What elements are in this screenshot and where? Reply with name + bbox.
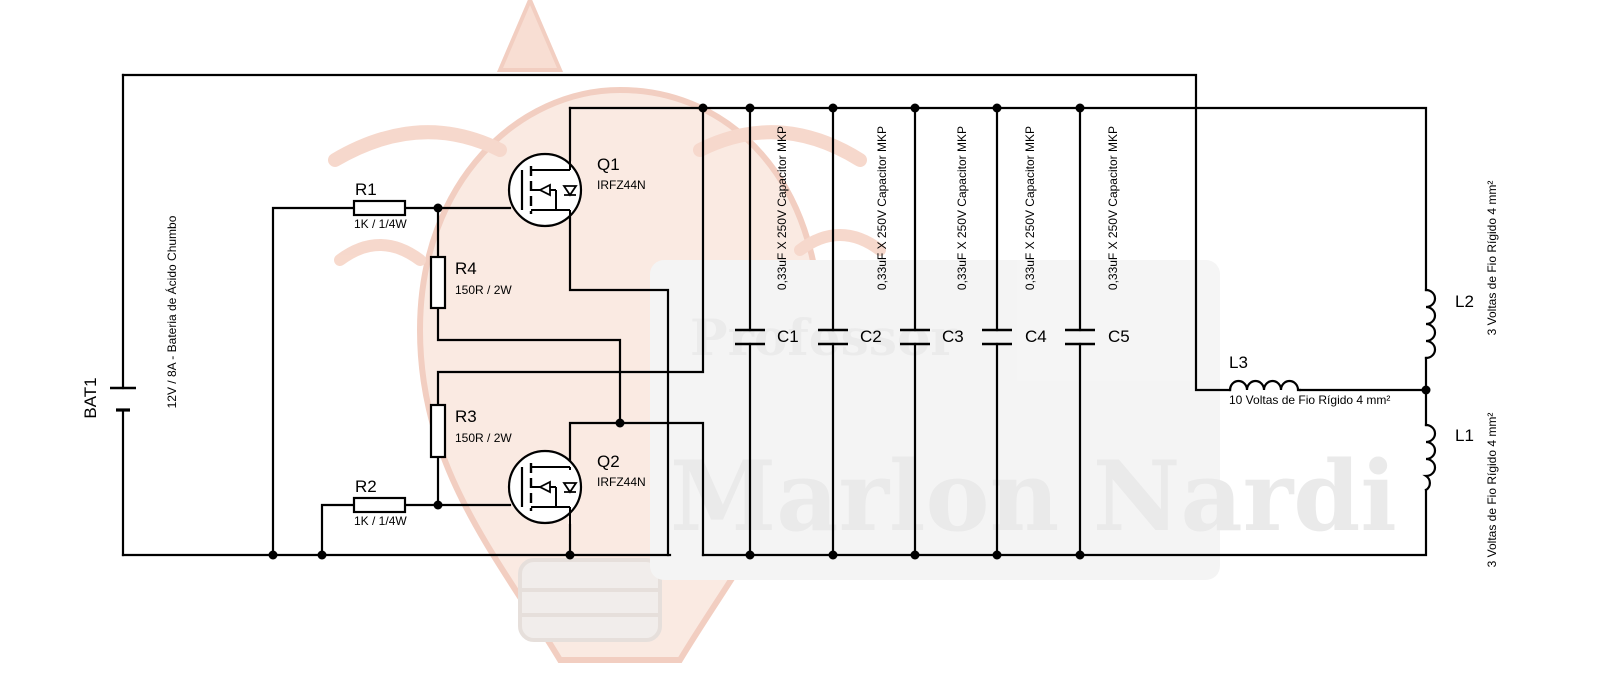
inductor-ref: L2 [1455, 292, 1474, 311]
junction-node [745, 103, 755, 113]
resistor-ref: R1 [355, 180, 377, 199]
battery-value: 12V / 8A - Bateria de Ácido Chumbo [164, 215, 179, 408]
inductor-ref: L3 [1229, 353, 1248, 372]
resistor-ref: R2 [355, 477, 377, 496]
capacitor-ref: C2 [860, 327, 882, 346]
battery-ref: BAT1 [81, 377, 100, 418]
capacitor-ref: C3 [942, 327, 964, 346]
junction-node [433, 500, 443, 510]
resistor-value: 1K / 1/4W [354, 217, 407, 231]
wire-L1-to-bottom [701, 488, 1428, 557]
wire-R2-left [320, 503, 356, 557]
wire-cross-Q1-to-R3 [436, 106, 705, 407]
capacitor-ref: C5 [1108, 327, 1130, 346]
resistor-value: 150R / 2W [455, 431, 512, 445]
wire-R1-left [271, 206, 356, 557]
mosfet-value: IRFZ44N [597, 475, 646, 489]
resistor-R2: R2 1K / 1/4W [352, 477, 407, 528]
capacitor-C2: C2 0,33uF X 250V Capacitor MKP [818, 126, 889, 346]
watermark-professor-text: Professor [690, 308, 957, 367]
inductor-value: 10 Voltas de Fio Rígido 4 mm² [1229, 393, 1390, 407]
capacitor-C1: C1 0,33uF X 250V Capacitor MKP [735, 126, 799, 346]
resistor-body [352, 496, 407, 514]
junction-node [615, 418, 625, 428]
resistor-R1: R1 1K / 1/4W [352, 180, 407, 231]
junction-node [910, 550, 920, 560]
capacitor-C5: C5 0,33uF X 250V Capacitor MKP [1065, 126, 1130, 346]
wire-battery-top [121, 73, 1232, 392]
resistor-ref: R3 [455, 407, 477, 426]
junction-node [698, 103, 708, 113]
junction-node [565, 550, 575, 560]
inductor-L2: L2 3 Voltas de Fio Rígido 4 mm² [1424, 181, 1499, 360]
capacitor-ref: C4 [1025, 327, 1047, 346]
inductor-value: 3 Voltas de Fio Rígido 4 mm² [1485, 181, 1499, 336]
capacitor-C3: C3 0,33uF X 250V Capacitor MKP [900, 126, 969, 346]
inductor-L3: L3 10 Voltas de Fio Rígido 4 mm² [1228, 353, 1390, 407]
junction-node [992, 550, 1002, 560]
capacitor-value: 0,33uF X 250V Capacitor MKP [1106, 126, 1120, 290]
resistor-R4: R4 150R / 2W [429, 255, 512, 310]
resistor-value: 1K / 1/4W [354, 514, 407, 528]
junction-nodes [268, 103, 1431, 560]
capacitor-ref: C1 [777, 327, 799, 346]
inductor-coil [1424, 288, 1437, 360]
resistor-body [352, 199, 407, 217]
watermark-banner [650, 260, 1220, 580]
inductor-coil [1228, 379, 1302, 392]
resistor-value: 150R / 2W [455, 283, 512, 297]
resistor-body [429, 403, 447, 459]
resistor-ref: R4 [455, 259, 477, 278]
wiring [121, 73, 1428, 557]
battery-BAT1: BAT1 12V / 8A - Bateria de Ácido Chumbo [81, 215, 179, 418]
capacitor-value: 0,33uF X 250V Capacitor MKP [775, 126, 789, 290]
mosfet-Q1: Q1 IRFZ44N [507, 152, 646, 228]
mosfet-Q2: Q2 IRFZ44N [507, 449, 646, 525]
inductor-coil [1422, 423, 1437, 492]
resistor-R3: R3 150R / 2W [429, 403, 512, 459]
junction-node [910, 103, 920, 113]
capacitor-value: 0,33uF X 250V Capacitor MKP [875, 126, 889, 290]
resistor-body [429, 255, 447, 310]
wire-R4-to-Q2drain [436, 306, 622, 425]
wire-cap-top-rail [568, 106, 1428, 292]
mosfet-value: IRFZ44N [597, 178, 646, 192]
junction-node [992, 103, 1002, 113]
capacitor-value: 0,33uF X 250V Capacitor MKP [955, 126, 969, 290]
junction-node [1075, 550, 1085, 560]
capacitor-value: 0,33uF X 250V Capacitor MKP [1023, 126, 1037, 290]
capacitor-C4: C4 0,33uF X 250V Capacitor MKP [982, 126, 1047, 346]
inductor-ref: L1 [1455, 426, 1474, 445]
junction-node [1421, 385, 1431, 395]
inductor-value: 3 Voltas de Fio Rígido 4 mm² [1485, 413, 1499, 568]
junction-node [317, 550, 327, 560]
junction-node [268, 550, 278, 560]
mosfet-ref: Q2 [597, 452, 620, 471]
watermark-name-text: Marlon Nardi [670, 440, 1397, 553]
junction-node [433, 203, 443, 213]
watermark: Professor Marlon Nardi [328, 0, 1397, 663]
mosfet-ref: Q1 [597, 155, 620, 174]
junction-node [828, 103, 838, 113]
junction-node [745, 550, 755, 560]
junction-node [828, 550, 838, 560]
inductor-L1: L1 3 Voltas de Fio Rígido 4 mm² [1422, 413, 1499, 568]
junction-node [1075, 103, 1085, 113]
